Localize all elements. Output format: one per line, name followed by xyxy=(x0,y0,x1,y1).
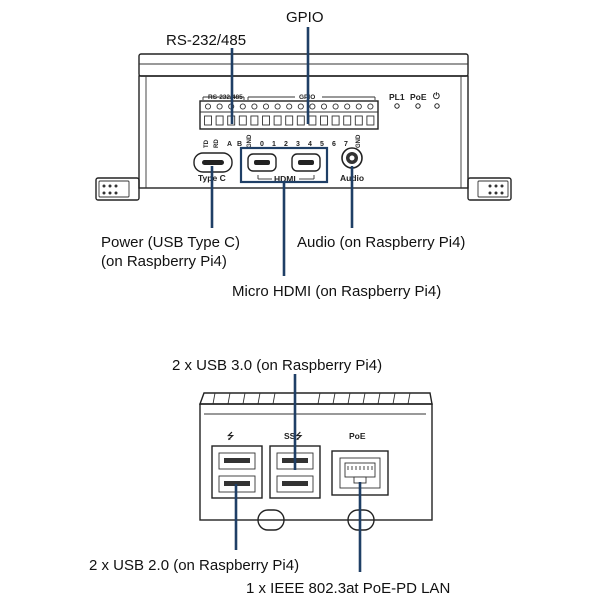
power-callout-line2: (on Raspberry Pi4) xyxy=(101,253,227,270)
terminal-screw xyxy=(332,103,339,110)
terminal-slot xyxy=(296,115,305,126)
usb3-icon: SS⭍ xyxy=(284,431,303,441)
status-leds: PL1 PoE ⏻ xyxy=(389,91,441,109)
terminal-screw xyxy=(355,103,362,110)
terminal-slot xyxy=(285,115,294,126)
led-poe-label: PoE xyxy=(410,92,427,102)
terminal-slot xyxy=(343,115,352,126)
pin-labels: TD RD A B GND 0 1 2 3 4 5 6 7 GND xyxy=(204,134,362,148)
audio-callout: Audio (on Raspberry Pi4) xyxy=(297,234,465,251)
top-leaders xyxy=(210,27,354,276)
led-pl1-label: PL1 xyxy=(389,92,405,102)
terminal-slot xyxy=(366,115,375,126)
terminal-slot xyxy=(204,115,212,126)
terminal-brackets: RS-232/485 GPIO xyxy=(202,94,376,101)
terminal-slot xyxy=(215,115,224,126)
pin-a-label: A xyxy=(227,141,232,148)
left-flange xyxy=(95,177,140,201)
terminal-screw xyxy=(204,103,212,110)
led-poe-indicator xyxy=(415,103,421,109)
terminal-screw xyxy=(216,103,223,110)
terminal-screw xyxy=(262,103,270,110)
led-pl1-indicator xyxy=(394,103,400,109)
terminal-screw xyxy=(320,103,328,110)
pin-gnd-label: GND xyxy=(247,134,253,148)
bottom-enclosure xyxy=(199,392,433,521)
gpio-pin-7: 7 xyxy=(344,141,348,148)
rs232-bracket-label: RS-232/485 xyxy=(208,94,243,101)
right-flange xyxy=(467,177,512,201)
terminal-slot xyxy=(320,115,328,126)
gpio-pin-4: 4 xyxy=(308,141,312,148)
usb2-callout: 2 x USB 2.0 (on Raspberry Pi4) xyxy=(89,557,299,574)
poe-label: PoE xyxy=(349,431,366,441)
usb-icon: ⭍ xyxy=(227,431,235,441)
hdmi-label: HDMI xyxy=(274,174,296,184)
gpio-pin-6: 6 xyxy=(332,141,336,148)
led-power-indicator xyxy=(434,103,440,109)
bottom-leaders xyxy=(234,374,362,572)
terminal-screw xyxy=(309,103,316,110)
pin-rd-label: RD xyxy=(214,139,220,148)
micro-hdmi-ports: HDMI xyxy=(247,153,321,184)
power-icon: ⏻ xyxy=(433,91,441,101)
gpio-pin-5: 5 xyxy=(320,141,324,148)
gpio-pin-1: 1 xyxy=(272,141,276,148)
terminal-screw xyxy=(239,103,246,110)
lan-callout: 1 x IEEE 802.3at PoE-PD LAN xyxy=(246,580,450,597)
terminal-screw xyxy=(274,103,281,110)
terminal-block xyxy=(199,100,379,130)
terminal-screw xyxy=(344,103,351,110)
micro-hdmi-callout: Micro HDMI (on Raspberry Pi4) xyxy=(232,283,441,300)
terminal-screw xyxy=(251,103,258,110)
pin-td-label: TD xyxy=(204,139,210,148)
terminal-slot xyxy=(250,115,259,126)
gpio-callout: GPIO xyxy=(286,9,324,26)
gpio-pin-0: 0 xyxy=(260,141,264,148)
gpio-pin-2: 2 xyxy=(284,141,288,148)
terminal-screw xyxy=(297,103,304,110)
terminal-screw xyxy=(286,103,293,110)
terminal-slot xyxy=(308,115,317,126)
gpio-pin-3: 3 xyxy=(296,141,300,148)
terminal-slot xyxy=(354,115,363,126)
terminal-slot xyxy=(273,115,282,126)
pin-b-label: B xyxy=(237,141,242,148)
terminal-screw xyxy=(367,103,374,110)
terminal-slot xyxy=(331,115,340,126)
terminal-slot xyxy=(238,115,247,126)
rs232-callout: RS-232/485 xyxy=(166,32,246,49)
power-callout-line1: Power (USB Type C) xyxy=(101,234,240,251)
usb3-callout: 2 x USB 3.0 (on Raspberry Pi4) xyxy=(172,357,382,374)
gpio-pin-gnd: GND xyxy=(356,134,362,148)
terminal-slot xyxy=(262,115,270,126)
top-enclosure xyxy=(138,53,469,189)
